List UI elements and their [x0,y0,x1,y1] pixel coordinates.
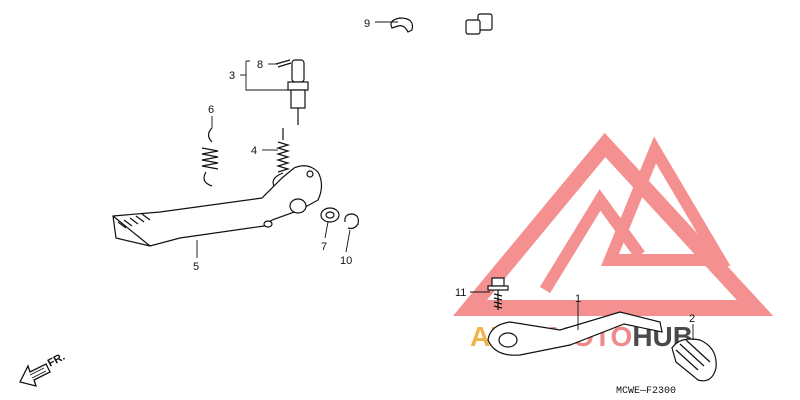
callout-7: 7 [321,241,327,253]
brake-pedal [112,165,323,247]
front-direction-arrow-icon [19,363,51,387]
circlip [344,213,359,230]
callout-11: 11 [455,287,466,299]
return-spring [201,127,219,187]
direction-label: FR. [46,351,67,370]
callout-2: 2 [689,313,695,325]
brake-light-switch [287,59,309,125]
brake-switch-wire [302,13,493,74]
callout-3: 3 [229,70,235,82]
callout-6: 6 [208,104,214,116]
washer [320,207,340,223]
o-ring [275,59,292,68]
callout-4: 4 [251,145,257,157]
callout-8: 8 [257,59,263,71]
diagram-code: MCWE—F2300 [616,386,676,397]
leader-lines [196,21,694,340]
watermark-logo [452,132,774,316]
callout-10: 10 [340,255,352,267]
brake-switch-spring [272,128,291,187]
gearshift-pedal [487,311,663,356]
callout-9: 9 [364,18,370,30]
gearshift-bolt [487,277,509,310]
wire-clamp [390,17,414,33]
callout-5: 5 [193,261,199,273]
callout-1: 1 [575,293,581,305]
gearshift-rubber [671,338,717,382]
